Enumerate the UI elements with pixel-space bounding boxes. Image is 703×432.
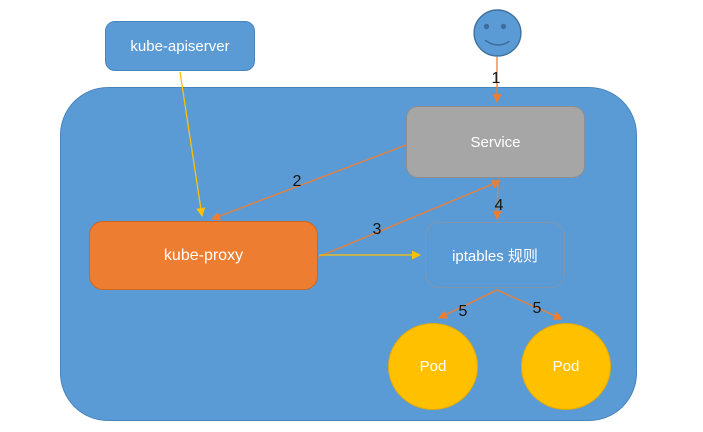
iptables-label: iptables 规则 <box>452 247 538 265</box>
edge-label-step-5-right: 5 <box>532 300 542 317</box>
pod-left-label: Pod <box>419 358 447 375</box>
iptables-node: iptables 规则 <box>425 222 565 288</box>
service-node: Service <box>406 106 585 178</box>
smiley-face-icon <box>473 9 522 57</box>
arrow-iptables-to-pod-left <box>438 289 498 319</box>
arrow-apiserver-to-kube-proxy <box>179 71 206 217</box>
arrow-service-to-iptables <box>492 178 502 220</box>
kube-proxy-label: kube-proxy <box>163 246 244 264</box>
pod-node-left: Pod <box>388 323 478 410</box>
kube-apiserver-label: kube-apiserver <box>130 37 230 55</box>
edge-label-step-4: 4 <box>494 197 504 214</box>
smiley-left-eye <box>483 23 490 30</box>
smiley-mouth <box>484 39 510 46</box>
edge-label-step-5-left: 5 <box>458 303 468 320</box>
arrow-iptables-to-pod-right <box>496 289 563 320</box>
pod-node-right: Pod <box>521 323 611 410</box>
edge-label-step-2: 2 <box>292 173 302 190</box>
edge-label-step-3: 3 <box>372 221 382 238</box>
service-label: Service <box>470 133 521 151</box>
arrow-kube-proxy-to-service <box>317 179 501 258</box>
kube-apiserver-node: kube-apiserver <box>105 21 255 71</box>
kube-proxy-node: kube-proxy <box>89 221 318 290</box>
pod-right-label: Pod <box>552 358 580 375</box>
arrow-service-to-kube-proxy <box>211 144 407 221</box>
edge-label-step-1: 1 <box>491 70 501 87</box>
smiley-right-eye <box>500 23 507 30</box>
